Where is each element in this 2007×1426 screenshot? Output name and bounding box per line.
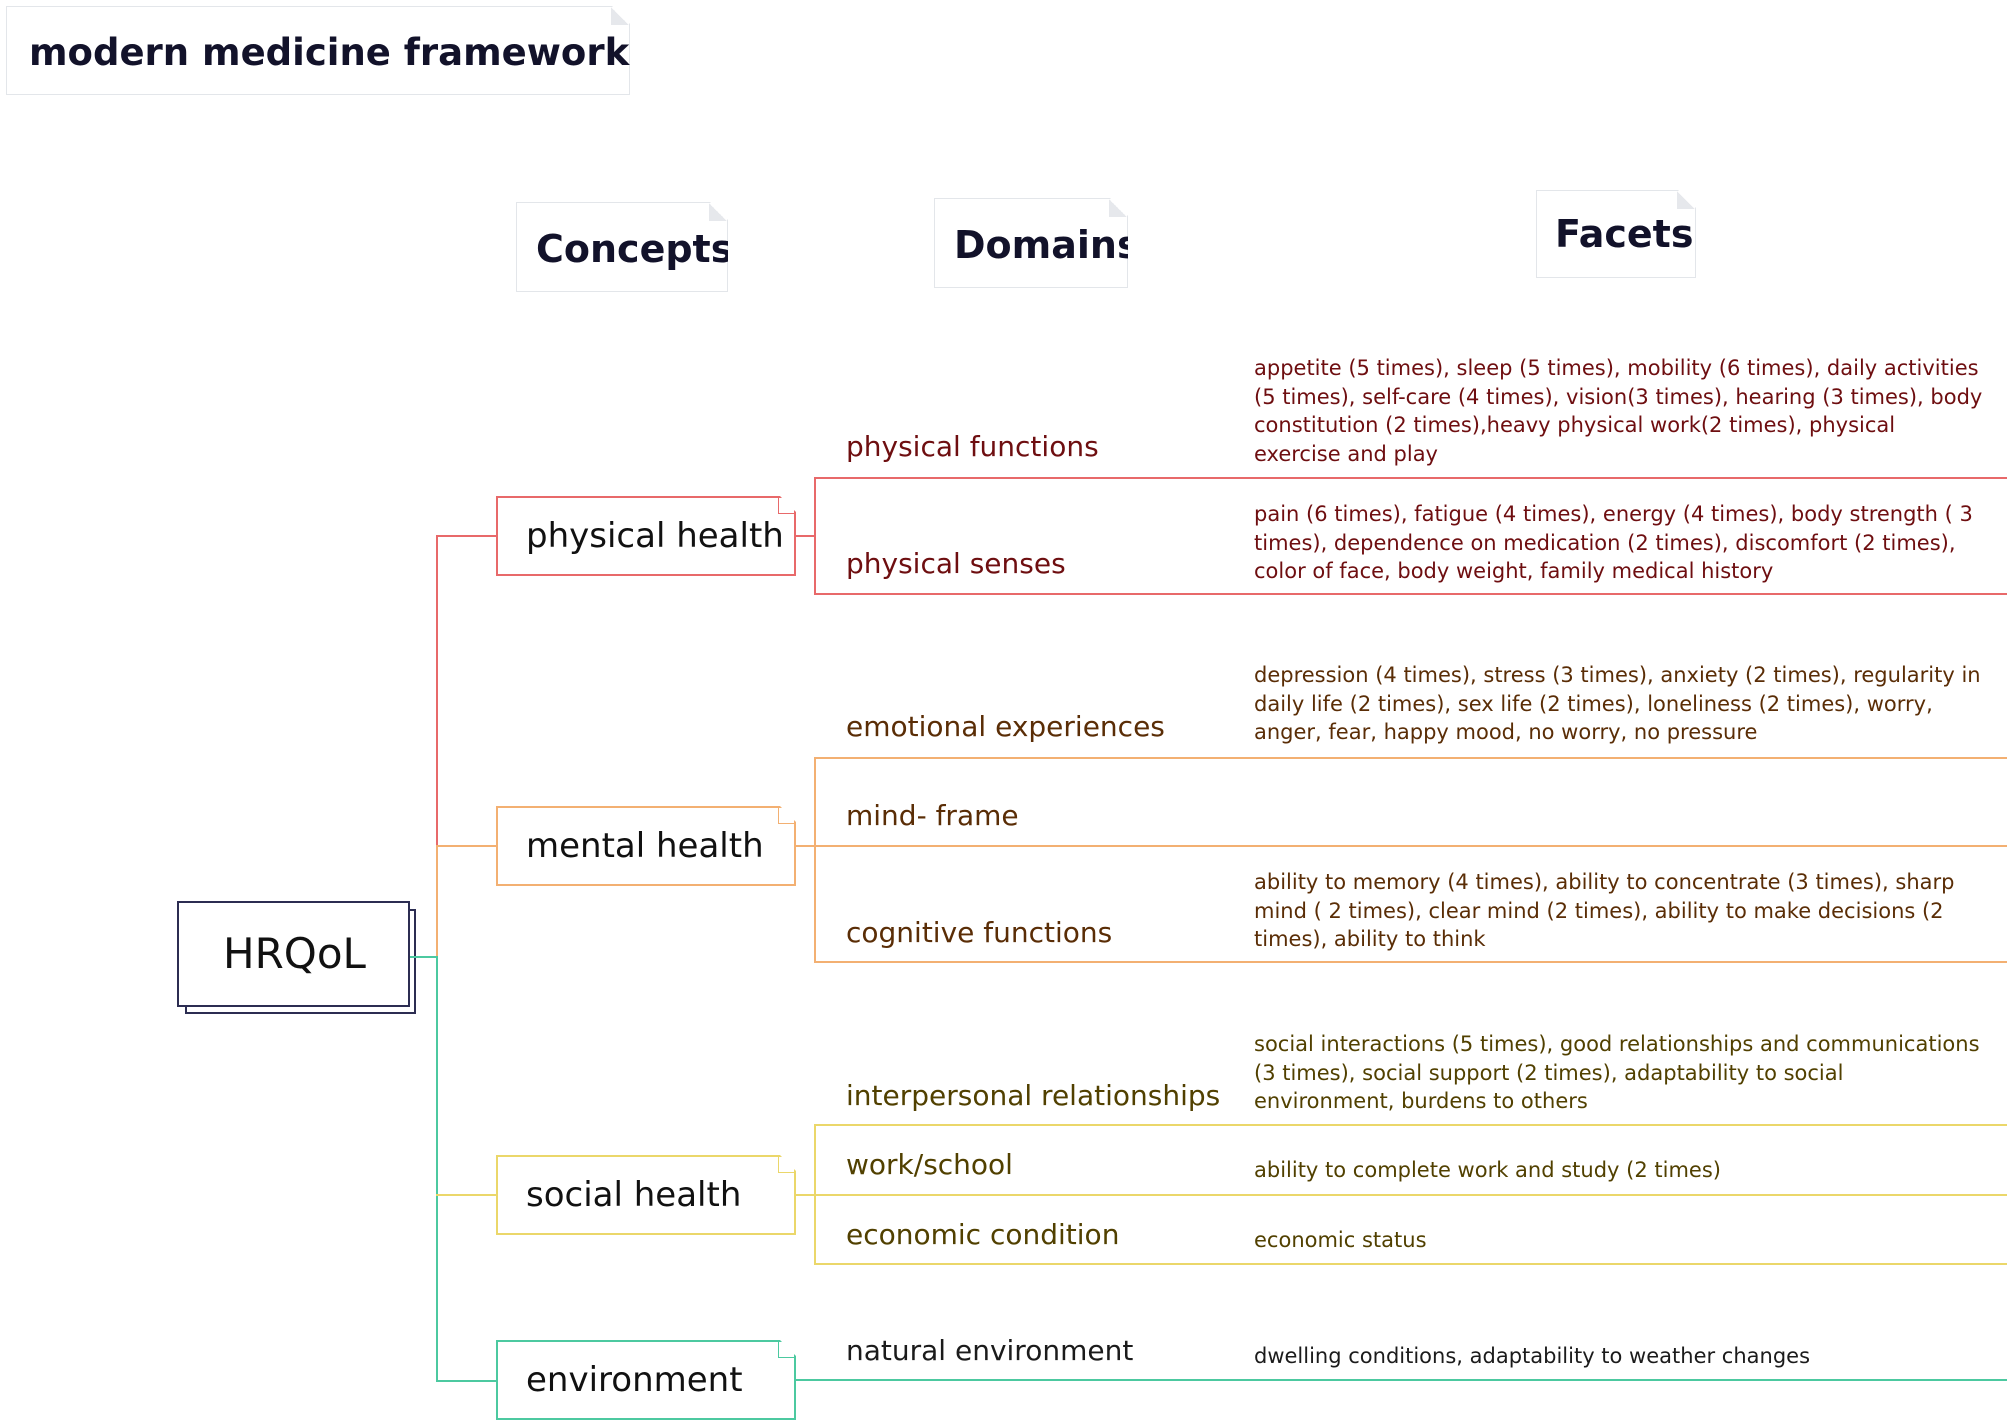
- fold-corner-icon: [778, 1342, 794, 1358]
- facets-work-school: ability to complete work and study (2 ti…: [1254, 1158, 1721, 1182]
- trunk-physical: [436, 535, 438, 957]
- concept-mental-connector: [796, 845, 816, 847]
- concept-social-health: social health: [496, 1155, 796, 1235]
- domain-physical-functions: physical functions: [846, 430, 1099, 463]
- environment-separator: [796, 1379, 2007, 1381]
- branch-mental: [436, 845, 496, 847]
- fold-corner-icon: [778, 498, 794, 514]
- physical-domain-spine: [814, 477, 816, 595]
- domain-mind-frame: mind- frame: [846, 799, 1019, 832]
- concept-label: environment: [526, 1360, 743, 1400]
- facets-physical-senses: pain (6 times), fatigue (4 times), energ…: [1254, 502, 1973, 583]
- root-connector: [410, 956, 438, 958]
- concept-mental-health: mental health: [496, 806, 796, 886]
- domain-cognitive-functions: cognitive functions: [846, 916, 1113, 949]
- root-node: HRQoL: [177, 901, 410, 1007]
- concepts-header: Concepts: [516, 202, 728, 292]
- domain-physical-senses: physical senses: [846, 547, 1066, 580]
- branch-physical: [436, 535, 496, 537]
- mental-domain-spine: [814, 757, 816, 963]
- concept-physical-health: physical health: [496, 496, 796, 576]
- concept-label: mental health: [526, 826, 764, 866]
- domain-natural-environment: natural environment: [846, 1334, 1134, 1367]
- physical-separator-2: [814, 593, 2007, 595]
- mental-separator-2: [814, 845, 2007, 847]
- branch-social: [436, 1194, 496, 1196]
- concept-physical-connector: [796, 535, 816, 537]
- domain-interpersonal-relationships: interpersonal relationships: [846, 1079, 1221, 1112]
- physical-separator-1: [814, 477, 2007, 479]
- concept-environment: environment: [496, 1340, 796, 1420]
- facets-cognitive-functions: ability to memory (4 times), ability to …: [1254, 870, 1955, 951]
- mental-separator-1: [814, 757, 2007, 759]
- social-separator-2: [814, 1194, 2007, 1196]
- concept-social-connector: [796, 1194, 816, 1196]
- trunk-mental: [436, 845, 438, 957]
- branch-environment: [436, 1380, 496, 1382]
- facets-emotional-experiences: depression (4 times), stress (3 times), …: [1254, 663, 1981, 744]
- domains-header-label: Domains: [954, 223, 1140, 267]
- concept-label: social health: [526, 1175, 742, 1215]
- concept-label: physical health: [526, 516, 784, 556]
- fold-corner-icon: [778, 1157, 794, 1173]
- domain-economic-condition: economic condition: [846, 1218, 1120, 1251]
- facets-economic-condition: economic status: [1254, 1228, 1427, 1252]
- domain-emotional-experiences: emotional experiences: [846, 710, 1165, 743]
- facets-header: Facets: [1536, 190, 1696, 278]
- trunk-green: [436, 957, 438, 1381]
- title-note: modern medicine framework: [6, 6, 630, 95]
- facets-natural-environment: dwelling conditions, adaptability to wea…: [1254, 1344, 1811, 1368]
- mental-separator-3: [814, 961, 2007, 963]
- page-title: modern medicine framework: [29, 31, 630, 74]
- facets-interpersonal-relationships: social interactions (5 times), good rela…: [1254, 1032, 1980, 1113]
- fold-corner-icon: [778, 808, 794, 824]
- social-separator-3: [814, 1263, 2007, 1265]
- root-label: HRQoL: [223, 929, 366, 978]
- facets-header-label: Facets: [1555, 212, 1694, 256]
- domain-work-school: work/school: [846, 1148, 1013, 1181]
- domains-header: Domains: [934, 198, 1128, 288]
- concepts-header-label: Concepts: [536, 227, 734, 271]
- social-separator-1: [814, 1124, 2007, 1126]
- facets-physical-functions: appetite (5 times), sleep (5 times), mob…: [1254, 356, 1983, 466]
